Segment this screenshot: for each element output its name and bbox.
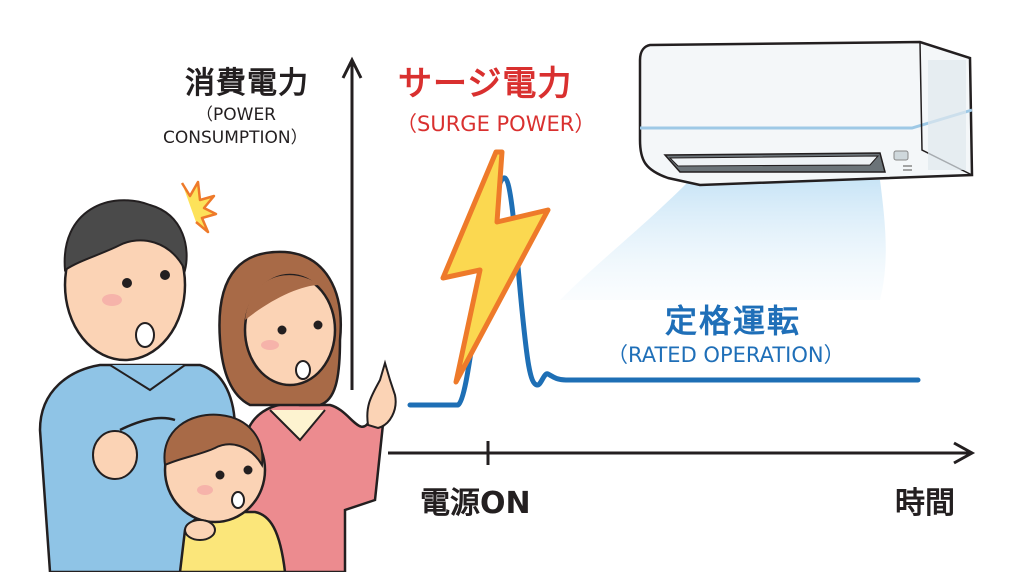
father-figure — [38, 199, 237, 572]
y-axis-subtitle-line2: CONSUMPTION） — [163, 128, 308, 148]
air-conditioner-icon — [638, 40, 974, 187]
surge-power-title: サージ電力 — [398, 64, 573, 104]
surprise-burst-icon — [180, 180, 218, 234]
y-axis-title: 消費電力 — [185, 66, 309, 101]
y-axis-arrow-icon — [341, 56, 363, 79]
x-tick-label-power-on: 電源ON — [420, 486, 531, 521]
lightning-bolt-icon — [440, 149, 551, 385]
surge-power-subtitle: （SURGE POWER） — [396, 112, 596, 136]
x-axis-arrow-icon — [953, 441, 976, 465]
rated-operation-subtitle: （RATED OPERATION） — [607, 343, 845, 367]
y-axis-subtitle-line1: （POWER — [196, 105, 276, 125]
airflow-shape — [560, 180, 886, 300]
mother-figure — [218, 250, 397, 572]
child-figure — [163, 413, 287, 572]
x-axis-title: 時間 — [895, 486, 955, 521]
rated-operation-title: 定格運転 — [665, 302, 802, 340]
